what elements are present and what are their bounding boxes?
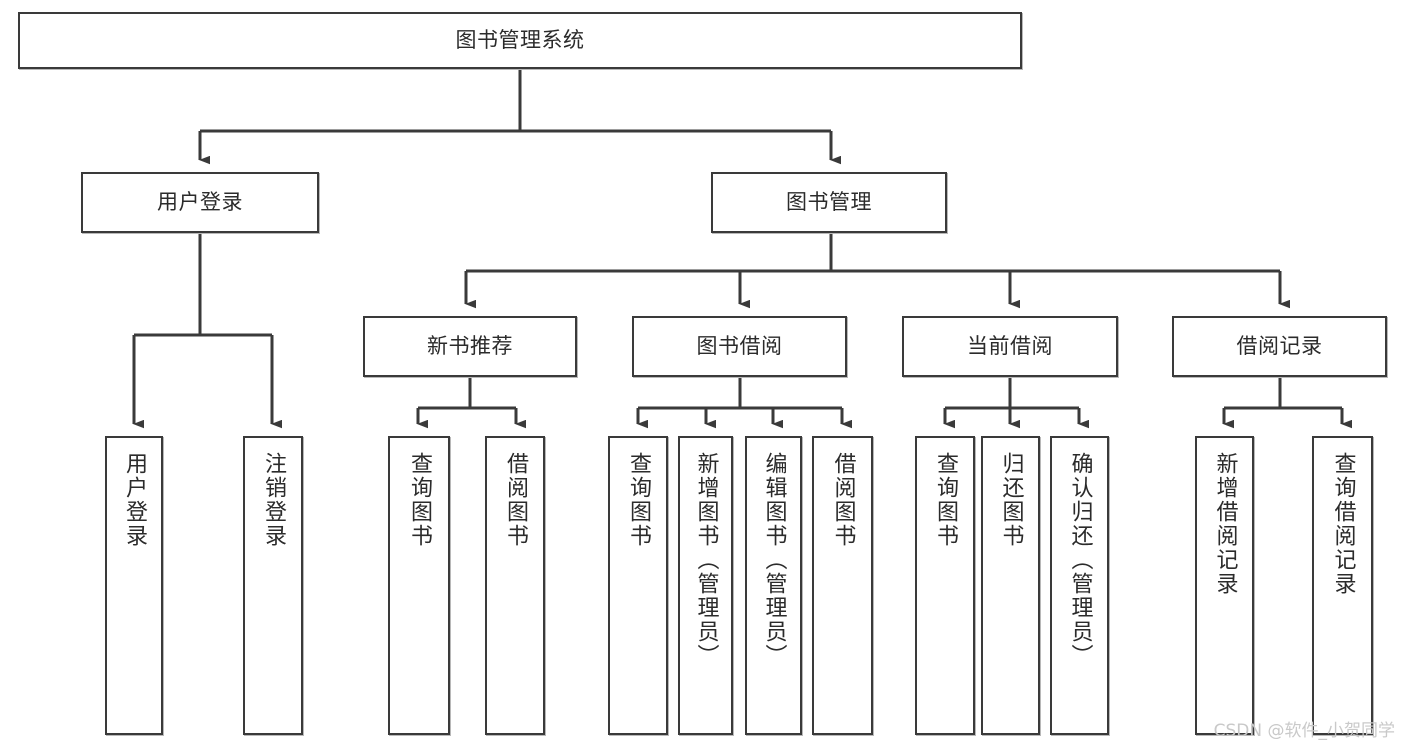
leaf-node-label: 借阅图书: [502, 452, 528, 548]
leaf-node-label: 用户登录: [121, 452, 147, 548]
node-root-label: 图书管理系统: [455, 28, 585, 53]
leaf-node[interactable]: 新增图书（管理员）: [678, 436, 733, 735]
leaf-node[interactable]: 编辑图书（管理员）: [745, 436, 802, 735]
leaf-node[interactable]: 查询图书: [915, 436, 975, 735]
leaf-node[interactable]: 查询图书: [388, 436, 450, 735]
leaf-node[interactable]: 确认归还（管理员）: [1050, 436, 1109, 735]
leaf-node-label: 归还图书: [998, 452, 1024, 548]
leaf-node-label: 查询借阅记录: [1330, 452, 1356, 596]
node-borrow-record-label: 借阅记录: [1236, 334, 1323, 359]
leaf-node[interactable]: 查询图书: [608, 436, 668, 735]
leaf-node-label: 查询图书: [625, 452, 651, 548]
node-user-login-label: 用户登录: [157, 190, 243, 215]
leaf-node-label: 查询图书: [406, 452, 432, 548]
leaf-node[interactable]: 归还图书: [981, 436, 1040, 735]
node-new-book-recommend[interactable]: 新书推荐: [363, 316, 577, 377]
node-root[interactable]: 图书管理系统: [18, 12, 1022, 69]
leaf-node[interactable]: 新增借阅记录: [1195, 436, 1254, 735]
node-book-management[interactable]: 图书管理: [711, 172, 947, 233]
leaf-node[interactable]: 借阅图书: [812, 436, 873, 735]
leaf-node[interactable]: 注销登录: [243, 436, 303, 735]
watermark: CSDN @软件_小贺同学: [1213, 721, 1395, 741]
node-book-management-label: 图书管理: [786, 190, 872, 215]
node-current-borrow-label: 当前借阅: [967, 334, 1053, 359]
node-current-borrow[interactable]: 当前借阅: [902, 316, 1118, 377]
node-book-borrow-label: 图书借阅: [696, 334, 783, 359]
node-book-borrow[interactable]: 图书借阅: [632, 316, 847, 377]
node-borrow-record[interactable]: 借阅记录: [1172, 316, 1387, 377]
leaf-node-label: 借阅图书: [830, 452, 856, 548]
leaf-node[interactable]: 查询借阅记录: [1312, 436, 1373, 735]
leaf-node-label: 注销登录: [260, 452, 286, 548]
leaf-node[interactable]: 借阅图书: [485, 436, 545, 735]
leaf-node-label: 编辑图书（管理员）: [761, 452, 787, 668]
node-new-book-recommend-label: 新书推荐: [427, 334, 513, 359]
leaf-node[interactable]: 用户登录: [105, 436, 163, 735]
leaf-node-label: 新增图书（管理员）: [693, 452, 719, 668]
leaf-node-label: 查询图书: [932, 452, 958, 548]
leaf-node-label: 新增借阅记录: [1212, 452, 1238, 596]
node-user-login[interactable]: 用户登录: [81, 172, 319, 233]
leaf-node-label: 确认归还（管理员）: [1067, 452, 1093, 668]
